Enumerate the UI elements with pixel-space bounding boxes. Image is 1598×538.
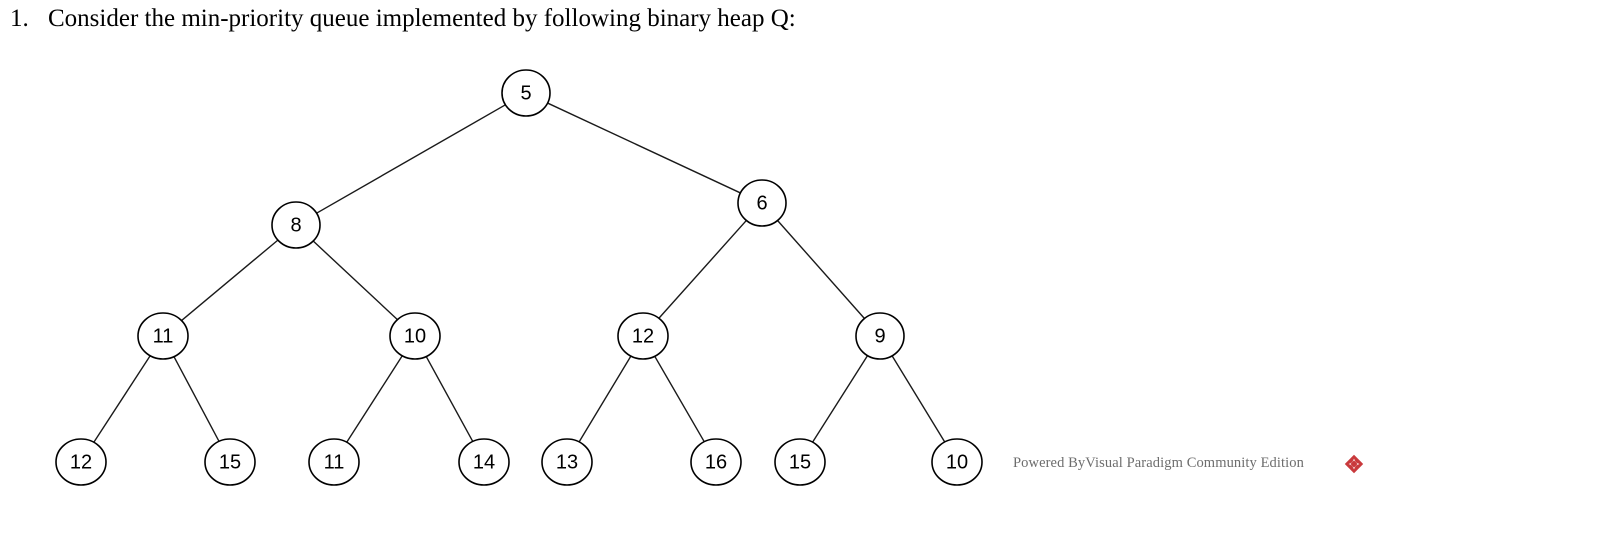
heap-node-label: 5 [520, 82, 531, 104]
heap-node-circle [541, 438, 593, 486]
heap-edge [346, 355, 403, 443]
heap-edge [654, 355, 705, 443]
heap-edge [173, 356, 220, 442]
heap-edge [316, 104, 506, 214]
heap-node[interactable]: 12 [617, 312, 669, 360]
heap-node-circle [737, 179, 787, 227]
question-number: 1. [10, 5, 29, 32]
heap-node[interactable]: 13 [541, 438, 593, 486]
heap-node-circle [271, 201, 321, 249]
heap-node-circle [308, 438, 360, 486]
visual-paradigm-logo-icon [1344, 454, 1364, 474]
heap-node-circle [137, 312, 189, 360]
heap-edge [777, 220, 865, 319]
heap-node[interactable]: 10 [389, 312, 441, 360]
heap-node-label: 9 [874, 325, 885, 347]
heap-node[interactable]: 5 [501, 69, 551, 117]
heap-node-circle [501, 69, 551, 117]
heap-edge [891, 355, 946, 443]
question-line: 1. Consider the min-priority queue implem… [10, 2, 1210, 36]
heap-edge [93, 355, 151, 443]
watermark-text: Powered ByVisual Paradigm Community Edit… [1013, 455, 1304, 471]
heap-edge [547, 102, 741, 194]
heap-node[interactable]: 14 [458, 438, 510, 486]
heap-node[interactable]: 8 [271, 201, 321, 249]
heap-node[interactable]: 6 [737, 179, 787, 227]
heap-node-circle [389, 312, 441, 360]
heap-edge [312, 240, 398, 321]
heap-node[interactable]: 11 [308, 438, 360, 486]
heap-node-circle [931, 438, 983, 486]
heap-node[interactable]: 12 [55, 438, 107, 486]
heap-node-label: 13 [556, 451, 578, 473]
heap-node-circle [458, 438, 510, 486]
heap-node-circle [690, 438, 742, 486]
heap-edge [812, 355, 869, 443]
heap-node[interactable]: 15 [774, 438, 826, 486]
heap-node[interactable]: 10 [931, 438, 983, 486]
heap-node-label: 15 [789, 451, 811, 473]
heap-node-label: 11 [153, 325, 174, 347]
heap-node-label: 10 [946, 451, 968, 473]
question-text: Consider the min-priority queue implemen… [48, 5, 796, 32]
heap-node-circle [55, 438, 107, 486]
edge-layer [93, 102, 946, 443]
heap-node[interactable]: 9 [855, 312, 905, 360]
node-layer: 5 8 6 11 10 12 9 12 15 11 14 13 16 15 10 [55, 69, 983, 486]
heap-edge [578, 355, 632, 443]
heap-edge [658, 219, 747, 319]
heap-node-label: 12 [632, 325, 654, 347]
heap-node-label: 11 [324, 451, 345, 473]
heap-node-label: 10 [404, 325, 426, 347]
heap-node[interactable]: 15 [204, 438, 256, 486]
heap-node[interactable]: 11 [137, 312, 189, 360]
heap-node-circle [204, 438, 256, 486]
heap-node-circle [855, 312, 905, 360]
heap-node-label: 15 [219, 451, 241, 473]
heap-node[interactable]: 16 [690, 438, 742, 486]
heap-node-label: 16 [705, 451, 727, 473]
heap-node-label: 8 [290, 214, 301, 236]
heap-node-circle [774, 438, 826, 486]
heap-node-label: 12 [70, 451, 92, 473]
heap-node-label: 6 [756, 192, 767, 214]
heap-edge [181, 239, 279, 322]
heap-node-label: 14 [473, 451, 495, 473]
heap-edge [425, 356, 474, 442]
heap-node-circle [617, 312, 669, 360]
